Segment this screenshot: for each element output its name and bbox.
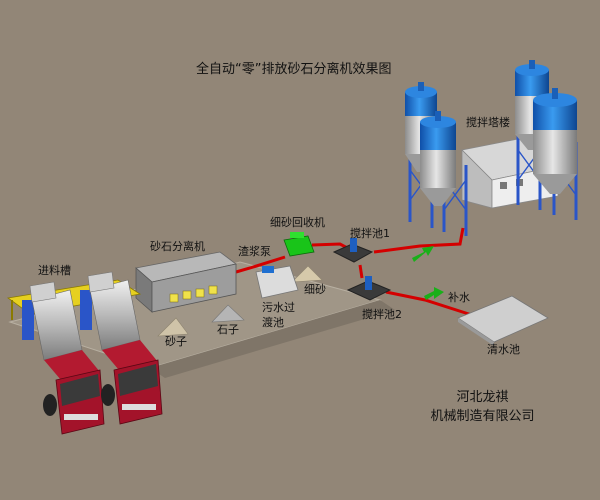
fine-sand-recovery-machine [283,232,315,257]
label-stone: 石子 [217,323,239,336]
mixing-pool-1 [332,238,374,263]
clear-water-pool [457,295,549,346]
label-replenish-water: 补水 [448,291,470,304]
label-mixing-pool-2: 搅拌池2 [362,308,402,321]
label-slurry-pump: 渣浆泵 [238,245,271,258]
label-sewage-filter-1: 污水过 [262,301,295,314]
fine-sand-pile [291,265,323,283]
sand-stone-separator [135,251,237,313]
sand-pile [157,317,189,337]
mixing-tower [405,60,578,236]
label-fine-sand-recovery: 细砂回收机 [270,216,325,229]
label-feed-trough: 进料槽 [38,264,71,277]
diagram-title: 全自动“零”排放砂石分离机效果图 [196,62,392,77]
mixing-pool-2 [346,276,392,301]
label-mixing-pool-1: 搅拌池1 [350,227,390,240]
label-fine-sand: 细砂 [304,283,326,296]
company-name: 河北龙祺 机械制造有限公司 [420,388,545,426]
label-clear-water-pool: 清水池 [487,343,520,356]
company-line-2: 机械制造有限公司 [430,409,535,424]
label-sand: 砂子 [165,335,187,348]
sewage-filter-pool [255,265,299,299]
company-line-1: 河北龙祺 [456,390,509,405]
slurry-pump [262,266,274,273]
label-mixing-tower: 搅拌塔楼 [466,116,510,129]
mixer-truck-right [80,271,163,425]
flow-arrows [412,246,444,300]
stone-pile [211,304,245,323]
label-sand-stone-separator: 砂石分离机 [150,240,205,253]
label-sewage-filter-2: 渡池 [262,316,284,329]
mixer-truck-left [22,281,105,435]
